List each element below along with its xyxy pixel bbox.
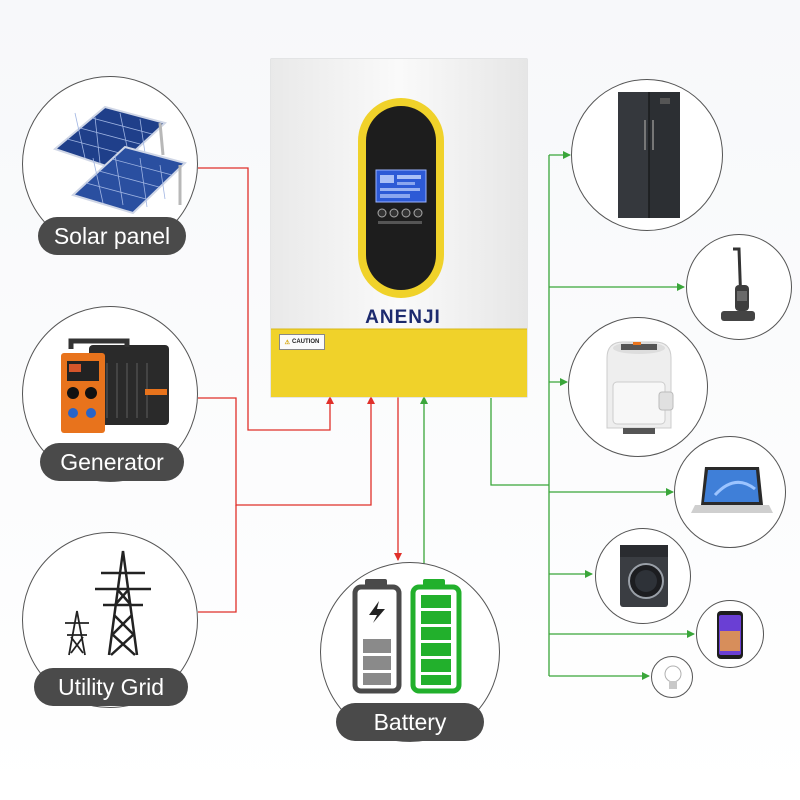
battery-label-text: Battery (373, 708, 447, 735)
load-smartphone (696, 600, 764, 668)
utility-grid-label-text: Utility Grid (57, 673, 165, 700)
load-washing-machine (595, 528, 691, 624)
caution-sticker: ⚠ CAUTION (279, 334, 325, 350)
refrigerator-icon (618, 92, 680, 218)
grid-wire (198, 505, 237, 613)
power-tower-icon (65, 550, 151, 656)
utility-grid-label: Utility Grid (34, 668, 188, 706)
generator-label: Generator (40, 443, 184, 481)
generator-wire (198, 396, 375, 506)
smartphone-icon (717, 611, 743, 659)
washing-machine-icon (620, 545, 668, 607)
air-fryer-icon (606, 341, 674, 434)
solar-panel-label-text: Solar panel (53, 222, 171, 249)
caution-text: CAUTION (292, 339, 320, 345)
load-bus-feed (490, 398, 549, 486)
warning-triangle-icon: ⚠ (284, 339, 291, 346)
generator-icon (61, 338, 169, 433)
solar-wire (198, 167, 334, 431)
battery-icon (352, 579, 462, 694)
generator-label-text: Generator (60, 448, 164, 475)
input-wires (198, 167, 402, 613)
wet-dry-vacuum-icon (721, 247, 755, 321)
output-wires (420, 151, 695, 680)
load-air-fryer (568, 317, 708, 457)
load-refrigerator (571, 79, 723, 231)
light-bulb-icon (664, 665, 682, 689)
load-vacuum (686, 234, 792, 340)
solar-panel-icon (52, 105, 187, 215)
laptop-icon (691, 467, 773, 513)
load-laptop (674, 436, 786, 548)
battery-label: Battery (336, 703, 484, 741)
inverter-brand-logo: ANENJI (365, 307, 441, 328)
solar-panel-label: Solar panel (38, 217, 186, 255)
load-light-bulb (651, 656, 693, 698)
